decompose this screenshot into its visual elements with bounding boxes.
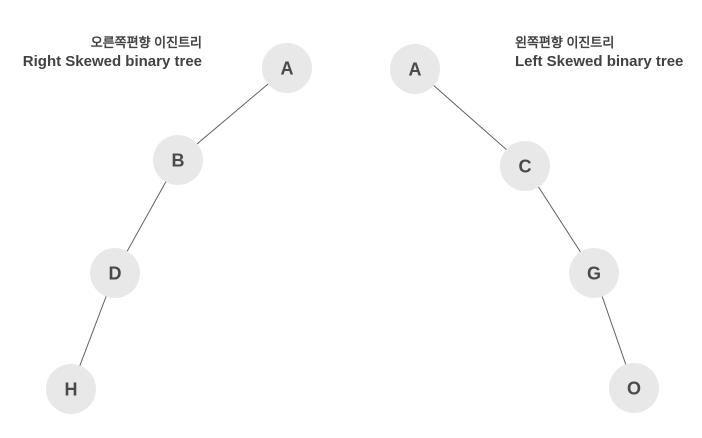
- tree-node-right-skewed-h: H: [46, 364, 96, 414]
- right-skewed-tree-title: 오른쪽편향 이진트리 Right Skewed binary tree: [0, 34, 202, 71]
- node-circle: [390, 44, 440, 94]
- node-label: A: [409, 59, 422, 79]
- node-label: C: [519, 156, 532, 176]
- left-skewed-title-english: Left Skewed binary tree: [515, 53, 684, 70]
- node-label: G: [587, 263, 601, 283]
- node-label: D: [109, 263, 122, 283]
- right-skewed-title-korean: 오른쪽편향 이진트리: [90, 35, 202, 50]
- tree-node-right-skewed-a: A: [262, 43, 312, 93]
- tree-node-left-skewed-g: G: [569, 248, 619, 298]
- node-circle: [262, 43, 312, 93]
- node-label: B: [172, 150, 185, 170]
- node-circle: [569, 248, 619, 298]
- right-skewed-title-english: Right Skewed binary tree: [22, 53, 202, 70]
- node-circle: [46, 364, 96, 414]
- tree-node-left-skewed-o: O: [609, 363, 659, 413]
- node-circle: [153, 135, 203, 185]
- left-skewed-title-korean: 왼쪽편향 이진트리: [515, 35, 615, 50]
- node-circle: [500, 141, 550, 191]
- tree-node-left-skewed-c: C: [500, 141, 550, 191]
- node-label: A: [281, 58, 294, 78]
- node-label: O: [627, 378, 641, 398]
- tree-node-left-skewed-a: A: [390, 44, 440, 94]
- node-label: H: [65, 379, 78, 399]
- left-skewed-tree-title: 왼쪽편향 이진트리 Left Skewed binary tree: [515, 34, 683, 71]
- tree-node-right-skewed-d: D: [90, 248, 140, 298]
- node-circle: [609, 363, 659, 413]
- tree-node-right-skewed-b: B: [153, 135, 203, 185]
- node-circle: [90, 248, 140, 298]
